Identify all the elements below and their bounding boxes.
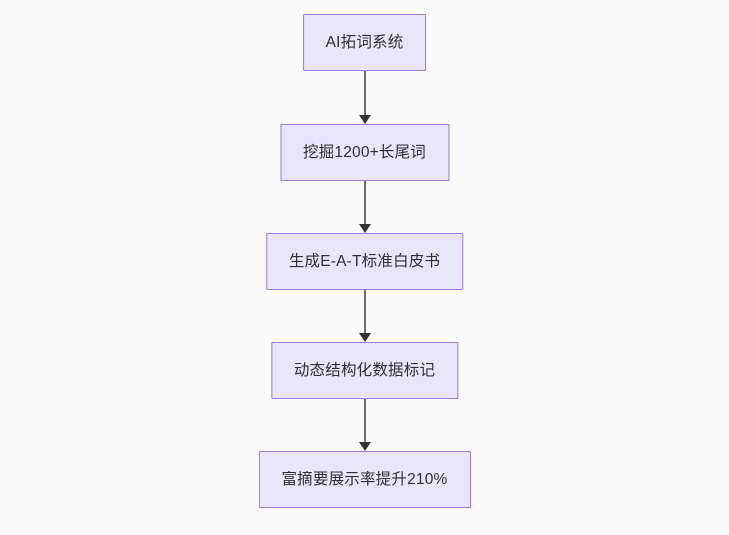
flowchart-node-n0[interactable]: AI拓词系统 [302, 14, 427, 71]
flowchart-node-n2[interactable]: 生成E-A-T标准白皮书 [265, 233, 464, 290]
edge-line [363, 290, 366, 333]
edge-line [363, 181, 366, 224]
flowchart-node-n1[interactable]: 挖掘1200+长尾词 [279, 124, 450, 181]
flowchart-node-n3[interactable]: 动态结构化数据标记 [270, 342, 459, 399]
arrow-head-icon [358, 224, 371, 233]
flowchart-edge-n2-n3 [358, 290, 372, 342]
arrow-head-icon [358, 333, 371, 342]
flowchart-node-label: AI拓词系统 [325, 33, 404, 51]
flowchart-node-label: 富摘要展示率提升210% [281, 470, 448, 488]
edge-line [363, 71, 366, 115]
flowchart-node-label: 生成E-A-T标准白皮书 [288, 252, 441, 270]
flowchart-edge-n0-n1 [358, 71, 372, 124]
edge-line [363, 399, 366, 442]
flowchart-node-label: 动态结构化数据标记 [293, 361, 436, 379]
flowchart-edge-n1-n2 [358, 181, 372, 233]
arrow-head-icon [358, 115, 371, 124]
arrow-head-icon [358, 442, 371, 451]
flowchart-node-label: 挖掘1200+长尾词 [302, 143, 427, 161]
flowchart-node-n4[interactable]: 富摘要展示率提升210% [258, 451, 471, 508]
flowchart-edge-n3-n4 [358, 399, 372, 451]
